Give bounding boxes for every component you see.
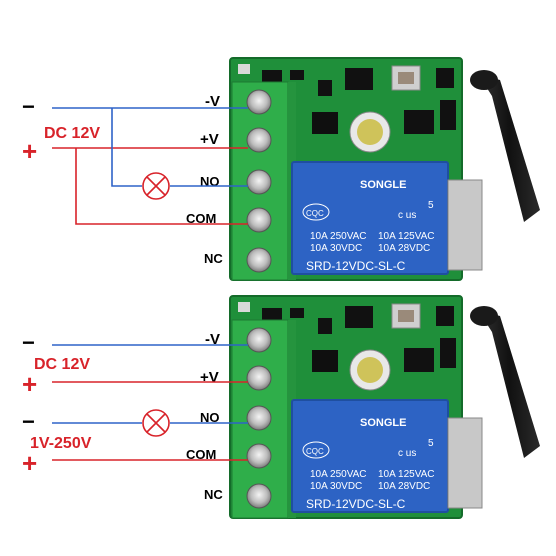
terminal-label-minus-v: -V [205, 93, 220, 110]
terminal-label-plus-v: +V [200, 131, 219, 148]
antenna-top [470, 70, 540, 222]
relay-rating-r1: 10A 125VAC [378, 231, 435, 242]
relay-num: 5 [428, 200, 434, 211]
terminal-label-minus-v: -V [205, 331, 220, 348]
relay-cqc: CQC [306, 447, 324, 456]
relay-bottom-text: SONGLE CQC c us 5 10A 250VAC 10A 30VDC 1… [302, 417, 435, 511]
antenna-bottom [470, 306, 540, 458]
relay-rating-r2: 10A 28VDC [378, 243, 430, 254]
power-label-top: DC 12V [44, 125, 100, 142]
relay-model: SRD-12VDC-SL-C [306, 259, 406, 273]
load-minus-sign: − [22, 409, 35, 434]
load-voltage-label: 1V-250V [30, 435, 92, 452]
minus-sign-top: − [22, 94, 35, 119]
relay-cert: c us [398, 210, 416, 221]
terminal-screws-top [246, 89, 272, 273]
relay-rating-l1: 10A 250VAC [310, 469, 367, 480]
relay-rating-r2: 10A 28VDC [378, 481, 430, 492]
terminal-screws-bottom [246, 327, 272, 509]
relay-rating-l2: 10A 30VDC [310, 243, 362, 254]
lamp-bottom [142, 409, 170, 437]
relay-rating-r1: 10A 125VAC [378, 469, 435, 480]
load-plus-sign: + [22, 448, 37, 478]
relay-brand: SONGLE [360, 417, 406, 429]
terminal-label-nc: NC [204, 251, 223, 266]
terminal-label-nc: NC [204, 487, 223, 502]
relay-cert: c us [398, 448, 416, 459]
wires-bottom [52, 344, 248, 461]
plus-sign-top: + [22, 136, 37, 166]
terminal-label-com: COM [186, 447, 216, 462]
terminal-label-com: COM [186, 211, 216, 226]
relay-num: 5 [428, 438, 434, 449]
wires-top [52, 107, 248, 225]
terminal-label-plus-v: +V [200, 369, 219, 386]
relay-top-text: SONGLE CQC c us 5 10A 250VAC 10A 30VDC 1… [302, 179, 435, 273]
relay-model: SRD-12VDC-SL-C [306, 497, 406, 511]
relay-cqc: CQC [306, 209, 324, 218]
power-label-bottom: DC 12V [34, 356, 90, 373]
minus-sign-bottom: − [22, 330, 35, 355]
lamp-top [142, 172, 170, 200]
relay-rating-l2: 10A 30VDC [310, 481, 362, 492]
plus-sign-bottom: + [22, 369, 37, 399]
relay-brand: SONGLE [360, 179, 406, 191]
relay-rating-l1: 10A 250VAC [310, 231, 367, 242]
terminal-label-no: NO [200, 410, 220, 425]
